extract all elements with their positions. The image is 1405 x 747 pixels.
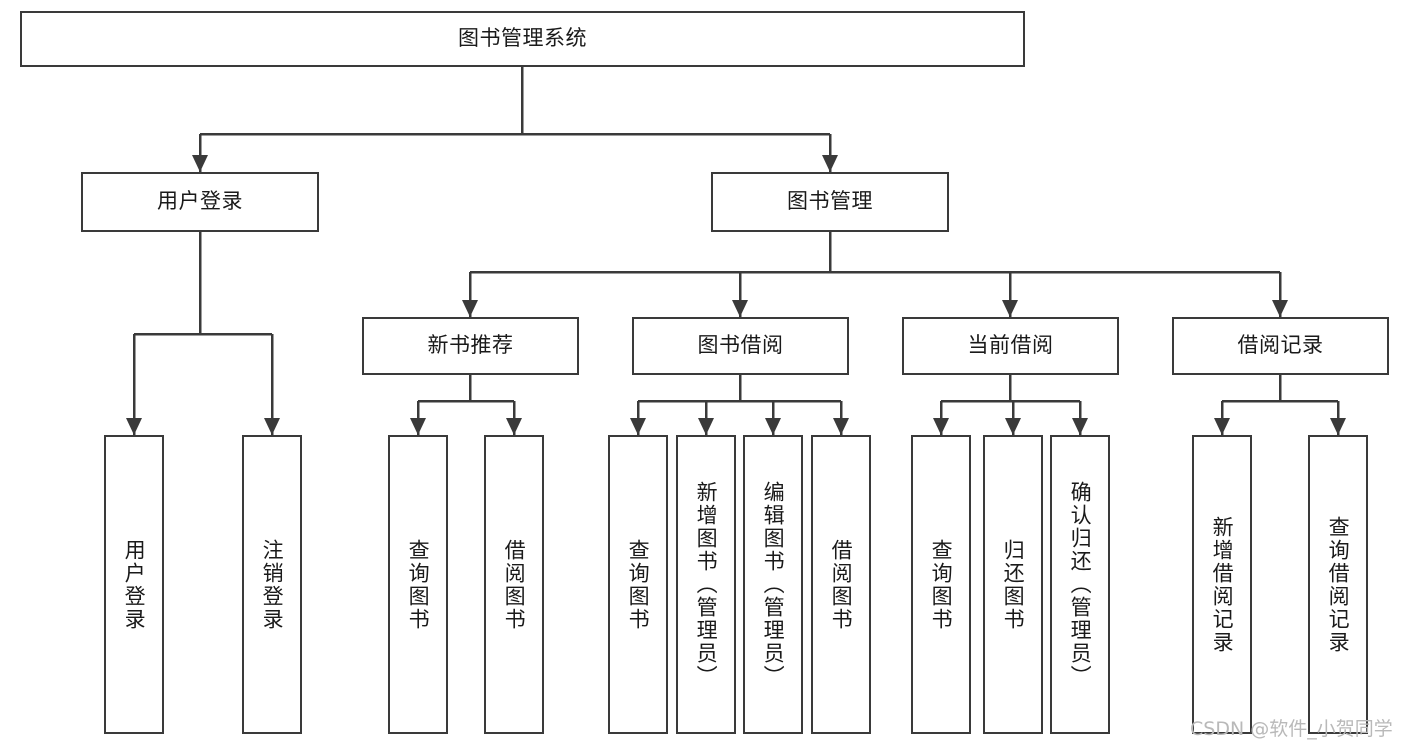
node-record[interactable]: 借阅记录 (1172, 317, 1389, 375)
node-label-leaf-borrow-edit: 编辑图书（管理员） (761, 481, 786, 688)
node-label-bookmgr: 图书管理 (787, 189, 873, 214)
arrowhead-borrow-to-leaves-0 (630, 418, 646, 435)
node-leaf-borrow-lend[interactable]: 借阅图书 (811, 435, 871, 734)
node-label-leaf-rec-add: 新增借阅记录 (1210, 515, 1235, 654)
arrowhead-record-to-leaves-0 (1214, 418, 1230, 435)
arrowhead-newbook-to-leaves-1 (506, 418, 522, 435)
arrowhead-login-to-leaves-0 (126, 418, 142, 435)
node-leaf-cur-query[interactable]: 查询图书 (911, 435, 971, 734)
node-root[interactable]: 图书管理系统 (20, 11, 1025, 67)
arrowhead-current-to-leaves-0 (933, 418, 949, 435)
arrowhead-newbook-to-leaves-0 (410, 418, 426, 435)
node-label-leaf-user-login: 用户登录 (122, 538, 147, 631)
node-label-leaf-cur-return: 归还图书 (1001, 538, 1026, 631)
node-leaf-rec-query[interactable]: 查询借阅记录 (1308, 435, 1368, 734)
arrowhead-current-to-leaves-1 (1005, 418, 1021, 435)
node-label-leaf-new-query: 查询图书 (406, 538, 431, 631)
node-borrow[interactable]: 图书借阅 (632, 317, 849, 375)
arrowhead-bookmgr-to-level3-2 (1002, 300, 1018, 317)
node-label-leaf-borrow-query: 查询图书 (626, 538, 651, 631)
watermark-text: CSDN @软件_小贺同学 (1190, 718, 1393, 740)
node-current[interactable]: 当前借阅 (902, 317, 1119, 375)
node-label-record: 借阅记录 (1237, 333, 1324, 358)
node-label-leaf-borrow-lend: 借阅图书 (829, 538, 854, 631)
node-newbook[interactable]: 新书推荐 (362, 317, 579, 375)
node-leaf-user-login[interactable]: 用户登录 (104, 435, 164, 734)
node-leaf-new-query[interactable]: 查询图书 (388, 435, 448, 734)
arrowhead-borrow-to-leaves-3 (833, 418, 849, 435)
node-label-leaf-rec-query: 查询借阅记录 (1326, 515, 1351, 654)
node-leaf-borrow-edit[interactable]: 编辑图书（管理员） (743, 435, 803, 734)
arrowhead-bookmgr-to-level3-1 (732, 300, 748, 317)
node-label-borrow: 图书借阅 (697, 333, 784, 358)
arrowhead-borrow-to-leaves-2 (765, 418, 781, 435)
node-label-newbook: 新书推荐 (427, 333, 514, 358)
node-label-leaf-cur-query: 查询图书 (929, 538, 954, 631)
node-leaf-user-logout[interactable]: 注销登录 (242, 435, 302, 734)
arrowhead-root-to-level2-1 (822, 155, 838, 172)
arrowhead-login-to-leaves-1 (264, 418, 280, 435)
node-label-leaf-borrow-add: 新增图书（管理员） (694, 481, 719, 688)
node-label-root: 图书管理系统 (458, 26, 587, 51)
arrowhead-current-to-leaves-2 (1072, 418, 1088, 435)
arrowhead-bookmgr-to-level3-3 (1272, 300, 1288, 317)
arrowhead-borrow-to-leaves-1 (698, 418, 714, 435)
node-label-leaf-user-logout: 注销登录 (260, 538, 285, 631)
node-leaf-rec-add[interactable]: 新增借阅记录 (1192, 435, 1252, 734)
arrowhead-bookmgr-to-level3-0 (462, 300, 478, 317)
node-label-login: 用户登录 (157, 189, 243, 214)
node-label-leaf-new-borrow: 借阅图书 (502, 538, 527, 631)
node-leaf-borrow-add[interactable]: 新增图书（管理员） (676, 435, 736, 734)
node-leaf-cur-confirm[interactable]: 确认归还（管理员） (1050, 435, 1110, 734)
node-label-current: 当前借阅 (967, 333, 1054, 358)
node-leaf-borrow-query[interactable]: 查询图书 (608, 435, 668, 734)
node-login[interactable]: 用户登录 (81, 172, 319, 232)
node-leaf-cur-return[interactable]: 归还图书 (983, 435, 1043, 734)
node-leaf-new-borrow[interactable]: 借阅图书 (484, 435, 544, 734)
node-label-leaf-cur-confirm: 确认归还（管理员） (1068, 481, 1093, 688)
node-bookmgr[interactable]: 图书管理 (711, 172, 949, 232)
arrowhead-record-to-leaves-1 (1330, 418, 1346, 435)
arrowhead-root-to-level2-0 (192, 155, 208, 172)
